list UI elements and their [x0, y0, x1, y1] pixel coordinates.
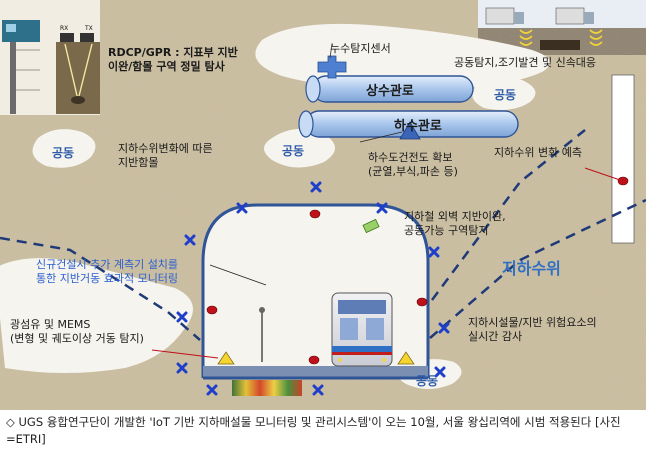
subway-train-icon: [331, 292, 393, 367]
sensor-dot: [416, 297, 428, 307]
tunnel-floor: [203, 366, 428, 378]
x-marker: [312, 384, 324, 396]
water-pipe: [305, 75, 474, 103]
rdcp-gpr-label: RDCP/GPR : 지표부 지반 이완/함몰 구역 정밀 탐사: [108, 46, 238, 74]
x-marker: [310, 181, 322, 193]
x-marker: [206, 384, 218, 396]
sensor-dot: [206, 305, 218, 315]
yellow-sensor-icon: [217, 351, 235, 365]
groundwater-line-left: [0, 236, 201, 341]
water-pipe-label: 상수관로: [366, 84, 414, 99]
gpr-rx-label: RX: [60, 25, 68, 32]
ground-heatmap: [232, 380, 302, 396]
sewer-pipe-label: 하수관로: [394, 119, 442, 134]
gw-predict-label: 지하수위 변화 예측: [494, 146, 582, 159]
cavity-label-left: 공동: [52, 146, 75, 160]
x-marker: [176, 311, 188, 323]
facility-label: 지하시설물/지반 위험요소의 실시간 감사: [468, 316, 597, 344]
cavity-left: [32, 129, 96, 168]
probe-rod-icon: [10, 42, 16, 114]
inspection-truck-icon-2: [555, 7, 585, 25]
cavity-bottom-left: [0, 258, 193, 373]
iot-underground-monitoring-diagram: RX TX: [0, 0, 646, 410]
leader-lines: [209, 131, 403, 286]
leak-sensor-icon: [317, 55, 347, 79]
gpr-tx-label: TX: [84, 25, 93, 32]
photo-caption: ◇ UGS 융합연구단이 개발한 'IoT 기반 지하매설물 모니터링 및 관리…: [6, 415, 621, 446]
cavity-label-center: 공동: [282, 144, 305, 158]
gw-change-line-2: 지반함몰: [118, 156, 159, 169]
x-marker: [176, 362, 188, 374]
fiber-line-2: (변형 및 궤도이상 거동 탐지): [10, 332, 144, 345]
subway-wall-label: 지하철 외벽 지반이완, 공동가능 구역탐지: [404, 210, 506, 238]
cavity-right: [472, 77, 536, 110]
observation-well: [611, 74, 635, 244]
sewer-health-line-2: (균열,부식,파손 등): [368, 165, 458, 178]
groundwater-line-right: [429, 198, 646, 339]
gpr-inset: RX TX: [0, 0, 100, 115]
monitoring-line-1: 신규건설시 추가 계측기 설치를: [36, 258, 179, 271]
monitoring-line-2: 통한 지반거동 효과적 모니터링: [36, 272, 179, 285]
yellow-sensor-icon: [397, 351, 415, 365]
sewer-pipe: [298, 110, 519, 138]
fiber-mems-label: 광섬유 및 MEMS (변형 및 궤도이상 거동 탐지): [10, 318, 144, 346]
gw-change-line-1: 지하수위변화에 따른: [118, 142, 213, 155]
blue-x-markers: [176, 181, 450, 396]
sewer-health-line-1: 하수도건전도 확보: [368, 151, 453, 164]
leak-sensor-label: 누수탐지센서: [330, 42, 391, 55]
x-marker: [428, 246, 440, 258]
green-sensor: [362, 218, 380, 234]
monitoring-label: 신규건설시 추가 계측기 설치를 통한 지반거동 효과적 모니터링: [36, 258, 178, 286]
facility-line-1: 지하시설물/지반 위험요소의: [468, 316, 597, 329]
subway-wall-line-2: 공동가능 구역탐지: [404, 224, 489, 237]
subway-tunnel: [201, 203, 430, 378]
fiber-line-1: 광섬유 및 MEMS: [10, 318, 91, 331]
sensor-dot: [308, 355, 320, 365]
groundwater-label: 지하수위: [502, 259, 561, 278]
rdcp-gpr-line-2: 이완/함몰 구역 정밀 탐사: [108, 60, 225, 73]
x-marker: [438, 322, 450, 334]
cavity-center-mid: [264, 128, 335, 168]
red-sensor-dots: [206, 176, 629, 365]
x-marker: [184, 234, 196, 246]
rdcp-gpr-line-1: RDCP/GPR : 지표부 지반: [108, 46, 238, 59]
facility-line-2: 실시간 감사: [468, 330, 523, 343]
cavity-label-bottom: 공동: [416, 374, 439, 388]
truck-inset: [478, 0, 646, 55]
gw-change-label: 지하수위변화에 따른 지반함몰: [118, 142, 213, 170]
cavity-detect-label: 공동탐지,조기발견 및 신속대응: [454, 56, 597, 69]
sewer-sensor-icon: [399, 121, 421, 140]
pointer-lines: [151, 167, 621, 359]
sensor-dot: [617, 176, 629, 186]
x-marker: [376, 202, 388, 214]
x-marker: [236, 202, 248, 214]
sewer-health-label: 하수도건전도 확보 (균열,부식,파손 등): [368, 151, 458, 179]
x-marker: [434, 366, 446, 378]
cavity-label-right: 공동: [494, 88, 517, 102]
inspection-truck-icon: [485, 7, 515, 25]
sensor-dot: [309, 209, 321, 219]
subway-wall-line-1: 지하철 외벽 지반이완,: [404, 210, 506, 223]
